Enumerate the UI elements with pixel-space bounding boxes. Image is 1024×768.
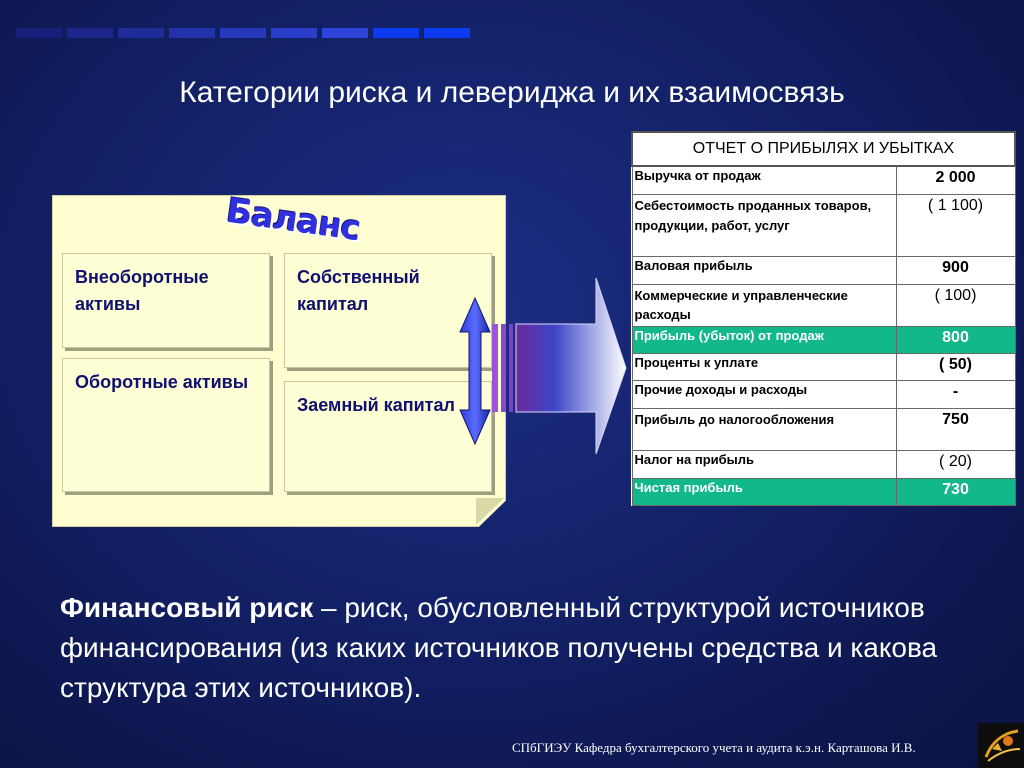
top-bar bbox=[424, 28, 470, 38]
row-value: 730 bbox=[895, 477, 1016, 506]
income-statement-table: ОТЧЕТ О ПРИБЫЛЯХ И УБЫТКАХ Выручка от пр… bbox=[631, 131, 1016, 506]
footer-caption: СПбГИЭУ Кафедра бухгалтерского учета и а… bbox=[512, 740, 916, 755]
top-bar bbox=[169, 28, 215, 38]
row-label: Коммерческие и управленческие расходы bbox=[631, 283, 897, 327]
borrowed-capital-box: Заемный капитал bbox=[284, 381, 492, 492]
non-current-assets-box: Внеоборотные активы bbox=[62, 253, 270, 348]
up-down-arrow-icon bbox=[459, 296, 491, 446]
row-label: Валовая прибыль bbox=[631, 255, 897, 285]
row-value: 750 bbox=[895, 407, 1016, 451]
row-label: Выручка от продаж bbox=[631, 165, 897, 195]
top-bar bbox=[322, 28, 368, 38]
row-label: Себестоимость проданных товаров, продукц… bbox=[631, 193, 897, 257]
row-value: ( 1 100) bbox=[895, 193, 1016, 257]
income-statement-header-row: ОТЧЕТ О ПРИБЫЛЯХ И УБЫТКАХ bbox=[631, 131, 1016, 167]
table-row: Налог на прибыль ( 20) bbox=[631, 449, 1016, 479]
table-row: Себестоимость проданных товаров, продукц… bbox=[631, 193, 1016, 257]
row-label: Налог на прибыль bbox=[631, 449, 897, 479]
top-bar bbox=[67, 28, 113, 38]
row-label: Проценты к уплате bbox=[631, 352, 897, 381]
top-bar bbox=[16, 28, 62, 38]
top-bar bbox=[271, 28, 317, 38]
row-value: - bbox=[895, 379, 1016, 409]
table-row: Выручка от продаж 2 000 bbox=[631, 165, 1016, 195]
slide-title: Категории риска и левериджа и их взаимос… bbox=[179, 76, 845, 109]
row-value: 900 bbox=[895, 255, 1016, 285]
row-value: 800 bbox=[895, 325, 1016, 354]
top-bar bbox=[373, 28, 419, 38]
table-row: Коммерческие и управленческие расходы ( … bbox=[631, 283, 1016, 327]
row-label: Прибыль (убыток) от продаж bbox=[631, 325, 897, 354]
row-label: Прочие доходы и расходы bbox=[631, 379, 897, 409]
equity-box: Собственный капитал bbox=[284, 253, 492, 368]
table-row-highlight: Чистая прибыль 730 bbox=[631, 477, 1016, 506]
table-row: Прибыль до налогообложения 750 bbox=[631, 407, 1016, 451]
income-statement-header: ОТЧЕТ О ПРИБЫЛЯХ И УБЫТКАХ bbox=[631, 131, 1016, 167]
row-value: 2 000 bbox=[895, 165, 1016, 195]
right-arrow-icon bbox=[492, 277, 627, 455]
row-value: ( 50) bbox=[895, 352, 1016, 381]
top-decorative-bars bbox=[16, 28, 470, 38]
row-value: ( 20) bbox=[895, 449, 1016, 479]
financial-risk-definition: Финансовый риск – риск, обусловленный ст… bbox=[60, 588, 980, 708]
table-row-highlight: Прибыль (убыток) от продаж 800 bbox=[631, 325, 1016, 354]
table-row: Прочие доходы и расходы - bbox=[631, 379, 1016, 409]
table-row: Валовая прибыль 900 bbox=[631, 255, 1016, 285]
table-row: Проценты к уплате ( 50) bbox=[631, 352, 1016, 381]
definition-text: – риск, обусловленный структурой источни… bbox=[60, 592, 938, 703]
current-assets-box: Оборотные активы bbox=[62, 358, 270, 492]
definition-term: Финансовый риск bbox=[60, 592, 314, 623]
top-bar bbox=[118, 28, 164, 38]
row-value: ( 100) bbox=[895, 283, 1016, 327]
row-label: Прибыль до налогообложения bbox=[631, 407, 897, 451]
row-label: Чистая прибыль bbox=[631, 477, 897, 506]
top-bar bbox=[220, 28, 266, 38]
university-logo-icon bbox=[978, 723, 1024, 768]
